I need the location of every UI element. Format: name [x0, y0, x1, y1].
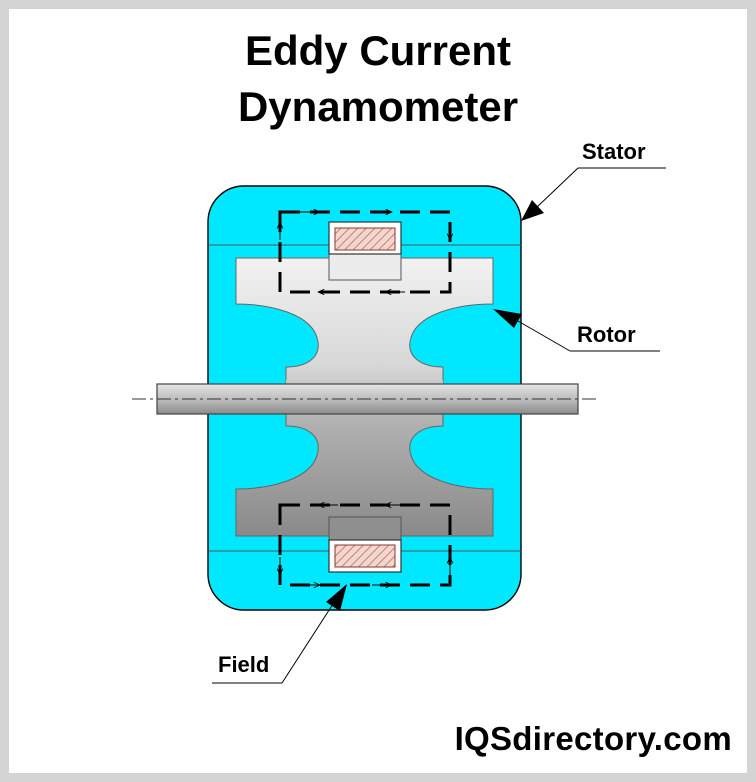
diagram-title-line2: Dynamometer — [237, 83, 519, 130]
brand-watermark: IQSdirectory.com — [454, 720, 732, 757]
rotor-label: Rotor — [577, 322, 636, 347]
top-pole-piece — [328, 251, 402, 281]
field-label: Field — [218, 652, 270, 677]
bottom-flux-loop — [278, 503, 452, 587]
field-leader — [212, 584, 347, 684]
stator-leader — [521, 167, 666, 221]
top-flux-loop — [278, 210, 452, 294]
top-field-coil — [334, 227, 396, 251]
rotor-leader — [493, 309, 660, 352]
stator-label: Stator — [582, 139, 646, 164]
diagram-title-line1: Eddy Current — [244, 27, 512, 74]
flux-arrows — [280, 212, 450, 585]
bottom-field-coil — [334, 544, 396, 568]
rotor-body — [235, 257, 494, 537]
